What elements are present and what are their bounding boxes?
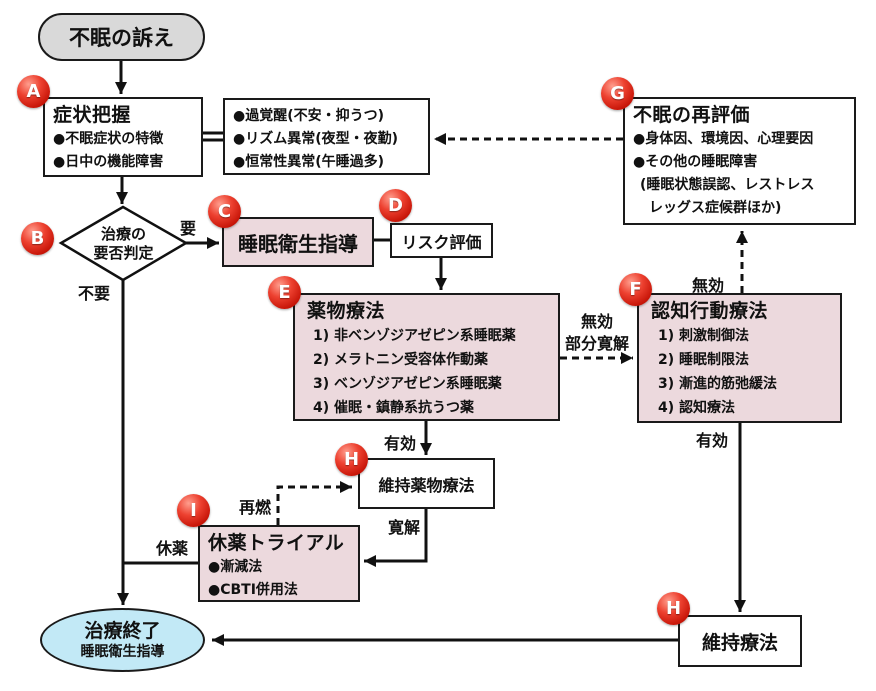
cbt-item: 1) 刺激制御法	[658, 328, 750, 344]
start-node: 不眠の訴え	[38, 13, 205, 61]
treatment-end-node: 治療終了 睡眠衛生指導	[40, 608, 205, 672]
sleep-hygiene-title: 睡眠衛生指導	[238, 231, 358, 256]
decision-line1: 治療の	[100, 224, 146, 243]
factor-item: ●過覚醒(不安・抑うつ)	[233, 108, 385, 124]
pharmacotherapy-item: 3) ベンゾジアゼピン系睡眠薬	[313, 376, 502, 392]
pharmacotherapy-box: 薬物療法 1) 非ベンゾジアゼピン系睡眠薬 2) メラトニン受容体作動薬 3) …	[293, 293, 560, 421]
pharmacotherapy-item: 1) 非ベンゾジアゼピン系睡眠薬	[313, 328, 516, 344]
symptom-item: ●日中の機能障害	[53, 154, 164, 170]
reassessment-box: 不眠の再評価 ●身体因、環境因、心理要因 ●その他の睡眠障害 (睡眠状態誤認、レ…	[623, 97, 856, 225]
treatment-end-title: 治療終了	[84, 620, 161, 642]
badge-h-maintenance-drug: H	[335, 443, 368, 476]
treatment-decision-diamond	[58, 205, 189, 282]
badge-h-maintenance: H	[657, 592, 690, 625]
sleep-hygiene-box: 睡眠衛生指導	[222, 217, 374, 267]
risk-assessment-box: リスク評価	[390, 223, 493, 258]
drug-holiday-item: ●CBTI併用法	[208, 582, 298, 598]
edge-label-remission: 寛解	[388, 518, 421, 537]
badge-b: B	[21, 222, 54, 255]
edge-label-effective-pharm: 有効	[384, 434, 417, 453]
reassessment-item: (睡眠状態誤認、レストレス	[640, 177, 815, 193]
reassessment-title: 不眠の再評価	[633, 104, 751, 126]
risk-assessment-title: リスク評価	[401, 232, 482, 252]
cbt-item: 2) 睡眠制限法	[658, 352, 750, 368]
maintenance-pharmacotherapy-title: 維持薬物療法	[378, 475, 475, 495]
edge-label-need: 要	[180, 219, 197, 238]
maintenance-therapy-title: 維持療法	[701, 631, 778, 654]
edge-label-ineffective-partial-2: 部分寛解	[565, 334, 630, 353]
badge-d: D	[379, 189, 412, 222]
badge-g: G	[601, 77, 634, 110]
badge-e: E	[268, 276, 301, 309]
symptom-assessment-title: 症状把握	[53, 104, 132, 126]
reassessment-item: ●身体因、環境因、心理要因	[633, 131, 814, 147]
pharmacotherapy-item: 2) メラトニン受容体作動薬	[313, 352, 489, 368]
cbt-item: 3) 漸進的筋弛緩法	[658, 376, 778, 392]
cbt-title: 認知行動療法	[651, 300, 769, 322]
maintenance-therapy-box: 維持療法	[678, 615, 802, 667]
edge-holiday-to-maintdrug-dashed	[276, 481, 352, 525]
pharmacotherapy-item: 4) 催眠・鎮静系抗うつ薬	[313, 400, 475, 416]
maintenance-pharmacotherapy-box: 維持薬物療法	[358, 458, 495, 509]
pharmacotherapy-title: 薬物療法	[307, 300, 386, 322]
reassessment-item: レッグス症候群ほか)	[649, 200, 782, 216]
decision-line2: 要否判定	[93, 243, 154, 262]
edge-label-ineffective-partial-1: 無効	[581, 312, 614, 331]
drug-holiday-trial-box: 休薬トライアル ●漸減法 ●CBTI併用法	[198, 525, 360, 602]
edge-maintdrug-to-holiday	[364, 509, 428, 567]
symptom-assessment-box: 症状把握 ●不眠症状の特徴 ●日中の機能障害	[43, 97, 203, 177]
treatment-end-subtitle: 睡眠衛生指導	[80, 644, 165, 660]
badge-a: A	[17, 75, 50, 108]
cbt-item: 4) 認知療法	[658, 400, 736, 416]
badge-i: I	[177, 494, 210, 527]
badge-f: F	[619, 273, 652, 306]
edge-label-ineffective-up: 無効	[692, 276, 725, 295]
reassessment-item: ●その他の睡眠障害	[633, 154, 758, 170]
edge-label-relapse: 再燃	[239, 498, 272, 517]
treatment-decision-label: 治療の 要否判定	[61, 207, 186, 280]
edge-label-effective-cbt: 有効	[696, 431, 729, 450]
drug-holiday-title: 休薬トライアル	[208, 532, 345, 554]
drug-holiday-item: ●漸減法	[208, 559, 263, 575]
start-node-label: 不眠の訴え	[69, 26, 174, 50]
edge-label-drug-holiday: 休薬	[156, 539, 189, 558]
arousal-factors-box: ●過覚醒(不安・抑うつ) ●リズム異常(夜型・夜勤) ●恒常性異常(午睡過多)	[223, 98, 430, 175]
factor-item: ●恒常性異常(午睡過多)	[233, 154, 385, 170]
cbt-box: 認知行動療法 1) 刺激制御法 2) 睡眠制限法 3) 漸進的筋弛緩法 4) 認…	[637, 293, 842, 423]
badge-c: C	[208, 195, 241, 228]
factor-item: ●リズム異常(夜型・夜勤)	[233, 131, 399, 147]
symptom-item: ●不眠症状の特徴	[53, 131, 164, 147]
edge-label-no-need: 不要	[78, 284, 111, 303]
